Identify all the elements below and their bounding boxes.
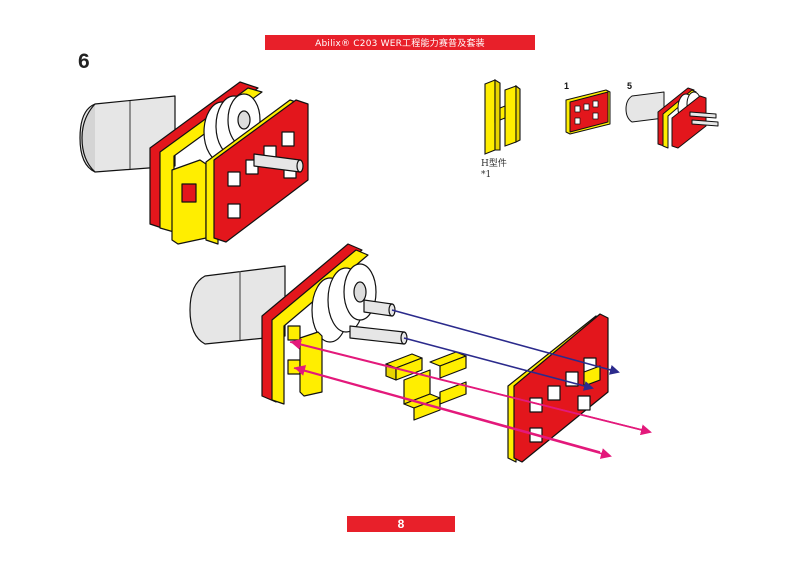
back-plate-yellow-exploded — [271, 249, 369, 405]
h-part-icon — [484, 79, 521, 155]
loose-h-part — [385, 351, 467, 421]
axle-lower — [349, 325, 405, 345]
page-number: 8 — [397, 517, 405, 531]
reference-thumbnail-5 — [625, 87, 719, 149]
gear-stack-exploded — [311, 263, 377, 343]
step-number: 6 — [78, 50, 90, 73]
arrow-axle-lower — [403, 337, 594, 391]
arrow-pin-lower-back — [294, 365, 601, 453]
header-title: Abilix® C203 WER工程能力赛普及套装 — [315, 39, 485, 49]
page-number-bar: 8 — [347, 516, 455, 532]
arrow-pin-upper-out — [289, 341, 652, 436]
outer-plate — [507, 313, 609, 463]
part-name-label: H型件 — [481, 159, 507, 169]
header-title-bar: Abilix® C203 WER工程能力赛普及套装 — [265, 35, 535, 50]
reference-label-5: 5 — [627, 81, 633, 91]
arrow-axle-upper — [391, 309, 620, 375]
outer-plate-red — [513, 313, 609, 463]
assembly-arrows — [289, 309, 652, 459]
h-connector-installed — [299, 331, 323, 397]
part-quantity-label: *1 — [481, 170, 492, 180]
reference-label-1: 1 — [564, 81, 570, 91]
assembled-module — [79, 81, 309, 245]
exploded-assembly — [189, 243, 408, 405]
reference-thumbnail-1 — [565, 89, 611, 135]
motor-body-exploded — [189, 265, 286, 345]
